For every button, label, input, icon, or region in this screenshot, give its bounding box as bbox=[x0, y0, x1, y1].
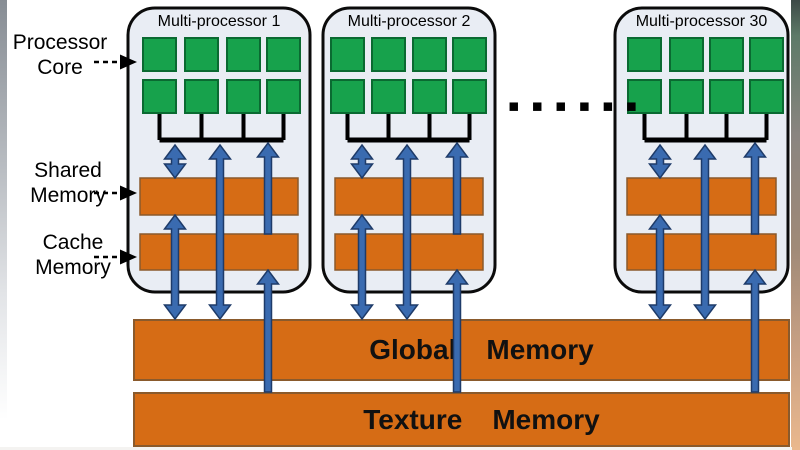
processor-core-square bbox=[184, 37, 219, 72]
global-memory-word2: Memory bbox=[486, 334, 594, 365]
multiprocessor-box-2 bbox=[321, 6, 497, 393]
bus-global-arrow bbox=[395, 143, 419, 321]
cache-bus-arrow bbox=[445, 141, 469, 235]
processor-core-square bbox=[412, 37, 447, 72]
processor-core-square bbox=[709, 37, 744, 72]
shared-memory-label-line1: Shared bbox=[34, 159, 102, 182]
global-memory-word1: Global bbox=[369, 334, 457, 365]
processor-core-square bbox=[330, 37, 365, 72]
processor-core-square bbox=[627, 79, 662, 114]
multiprocessor-30-title: Multi-processor 30 bbox=[635, 13, 768, 30]
screenshot-right-edge-vignette bbox=[791, 0, 800, 450]
processor-core-square bbox=[452, 37, 487, 72]
cache-memory-label-line2: Memory bbox=[35, 256, 111, 279]
cache-memory-label-line1: Cache bbox=[42, 231, 104, 254]
cache-memory-label: Cache Memory bbox=[17, 230, 129, 280]
multiprocessor-2-title: Multi-processor 2 bbox=[347, 13, 471, 30]
shared-memory-label-line2: Memory bbox=[30, 184, 106, 207]
processor-core-square bbox=[371, 37, 406, 72]
shared-global-arrow bbox=[350, 213, 374, 321]
bus-shared-arrow bbox=[648, 143, 672, 180]
processor-core-square bbox=[412, 79, 447, 114]
label-pointer-arrow bbox=[94, 54, 137, 70]
bus-global-arrow bbox=[693, 143, 717, 321]
texture-memory-word2: Memory bbox=[492, 403, 600, 435]
processor-core-square bbox=[749, 79, 784, 114]
label-pointer-arrow bbox=[94, 185, 137, 201]
multiprocessor-box-1 bbox=[126, 6, 312, 393]
processor-core-square bbox=[627, 37, 662, 72]
shared-global-arrow bbox=[648, 213, 672, 321]
processor-core-square bbox=[142, 37, 177, 72]
processor-core-label-line1: Processor bbox=[12, 31, 108, 54]
processor-core-square bbox=[669, 37, 704, 72]
screenshot-bottom-edge bbox=[0, 447, 792, 450]
processor-core-label: Processor Core bbox=[0, 30, 120, 80]
processor-core-square bbox=[669, 79, 704, 114]
cache-bus-arrow bbox=[743, 141, 767, 235]
global-memory-bar: Global Memory bbox=[133, 319, 790, 381]
texture-cache-arrow bbox=[445, 268, 469, 393]
screenshot-left-edge-vignette bbox=[0, 0, 7, 420]
shared-memory-label: Shared Memory bbox=[12, 158, 124, 208]
processor-core-square bbox=[226, 79, 261, 114]
processor-core-square bbox=[266, 79, 301, 114]
processor-core-square bbox=[142, 79, 177, 114]
multiprocessor-1-title: Multi-processor 1 bbox=[157, 13, 281, 30]
cache-bus-arrow bbox=[256, 141, 280, 235]
texture-cache-arrow bbox=[256, 268, 280, 393]
texture-cache-arrow bbox=[743, 268, 767, 393]
shared-global-arrow bbox=[163, 213, 187, 321]
processor-core-square bbox=[371, 79, 406, 114]
processor-core-square bbox=[266, 37, 301, 72]
label-pointer-arrow bbox=[94, 249, 137, 265]
continuation-dots: ▪▪▪▪▪▪ bbox=[508, 96, 650, 116]
multiprocessor-box-3 bbox=[613, 6, 790, 393]
processor-core-square bbox=[226, 37, 261, 72]
bus-global-arrow bbox=[208, 143, 232, 321]
processor-core-square bbox=[749, 37, 784, 72]
processor-core-square bbox=[709, 79, 744, 114]
processor-core-label-line2: Core bbox=[37, 56, 83, 79]
bus-shared-arrow bbox=[350, 143, 374, 180]
bus-shared-arrow bbox=[163, 143, 187, 180]
texture-memory-word1: Texture bbox=[363, 403, 463, 435]
processor-core-square bbox=[184, 79, 219, 114]
processor-core-square bbox=[330, 79, 365, 114]
processor-core-square bbox=[452, 79, 487, 114]
texture-memory-bar: Texture Memory bbox=[133, 392, 790, 447]
